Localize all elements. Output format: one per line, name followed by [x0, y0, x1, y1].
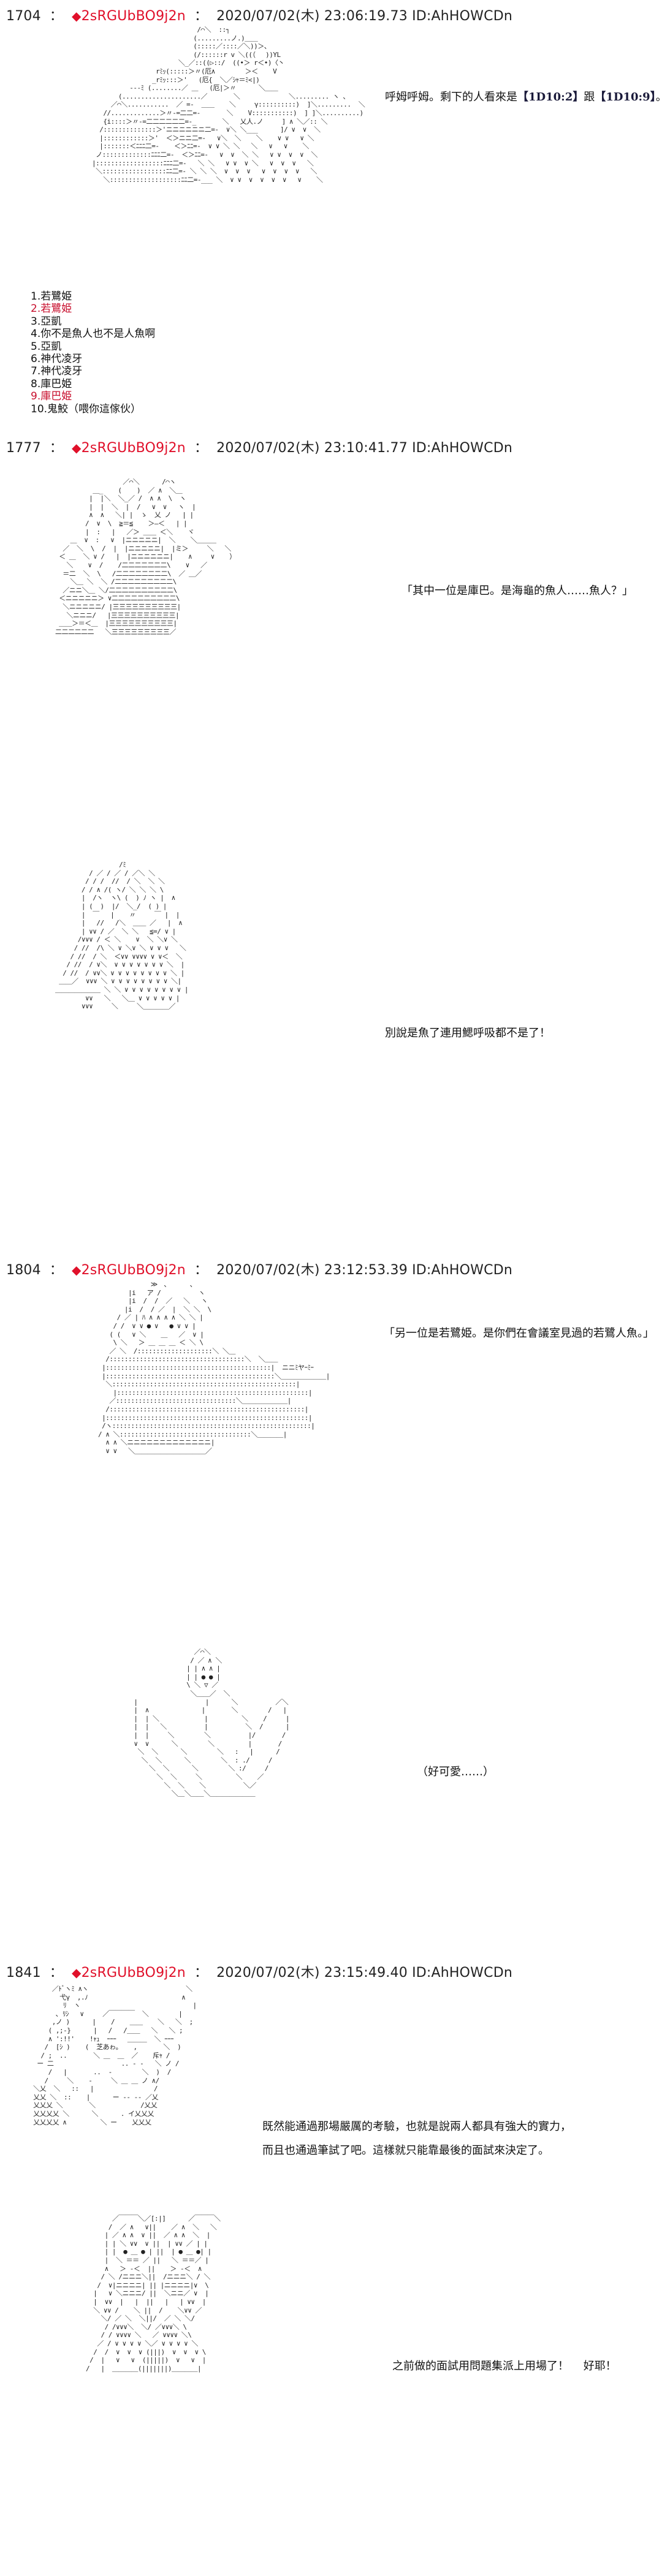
list-item: 5.亞凱	[31, 340, 62, 353]
dialogue-line: 「另一位是若鷺姫。是你們在會議室見過的若鷺人魚。」	[384, 1327, 654, 1340]
ascii-art-sea-creature: /⌒＼ ::┐ (.........ノ.)＿＿ (:::::／::::／＼))＞…	[92, 26, 365, 184]
ascii-art-excited-girl: ／￣￣￣＼／[:|] ／￣￣￣＼ / ／ ∧ ∨|| ／ ∧ ＼ ＼ | ／ ∧…	[86, 2215, 221, 2373]
trip-code-link[interactable]: 2sRGUbBO9j2n	[81, 1263, 186, 1278]
separator: ：	[49, 1965, 63, 1981]
trip-diamond-icon: ◆	[72, 1263, 82, 1277]
trip-diamond-icon: ◆	[72, 9, 82, 23]
trip-diamond-icon: ◆	[72, 1965, 82, 1980]
dice-roll-2: 【1D10:9】	[595, 91, 656, 104]
ascii-art-two-characters: ／ﾄﾞヽﾐ ∧ヽ ＼ 弋γ ,.ﾉ ∧ ﾘ ヽ | ､ ﾘｼ ∨ ／￣￣￣￣ ＼…	[33, 1985, 197, 2126]
list-item: 1.若鷺姫	[31, 290, 72, 303]
trip-code-link[interactable]: 2sRGUbBO9j2n	[81, 9, 186, 24]
separator: ：	[49, 440, 63, 456]
post-number: 1777	[6, 440, 41, 456]
separator: ：	[194, 1263, 208, 1278]
dialogue-line: 之前做的面試用問題集派上用場了！ 好耶！	[392, 2360, 617, 2373]
dice-roll-1: 【1D10:2】	[517, 91, 584, 104]
ascii-art-boy-thinking: ／⌒＼ / ／ ∧ ＼ | | ∧ ∧ | | | ● ● | \ ＼ ▽ ／ …	[134, 1648, 290, 1798]
dialogue-dice-result: 呼姆呼姆。剩下的人看來是【1D10:2】跟【1D10:9】。	[385, 88, 662, 104]
separator: ：	[194, 9, 208, 24]
post-meta: 2020/07/02(木) 23:12:53.39 ID:AhHOWCDn	[216, 1263, 512, 1278]
list-item: 7.神代凌牙	[31, 365, 83, 378]
trip-diamond-icon: ◆	[72, 440, 82, 455]
list-item-highlighted: 9.庫巴姫	[31, 390, 72, 403]
separator: ：	[49, 1263, 63, 1278]
post-header-1841: 1841 ： ◆2sRGUbBO9j2n ： 2020/07/02(木) 23:15:4…	[6, 1962, 512, 1981]
post-meta: 2020/07/02(木) 23:10:41.77 ID:AhHOWCDn	[216, 440, 512, 456]
post-meta: 2020/07/02(木) 23:15:49.40 ID:AhHOWCDn	[216, 1965, 512, 1981]
list-item: 10.鬼鮫（喂你這傢伙）	[31, 402, 142, 415]
post-number: 1704	[6, 9, 41, 24]
separator: ：	[49, 9, 63, 24]
dialogue-line: 而且也通過筆試了吧。這樣就只能靠最後的面試來決定了。	[262, 2144, 549, 2157]
post-header-1704: 1704 ： ◆2sRGUbBO9j2n ： 2020/07/02(木) 23:06:1…	[6, 5, 512, 25]
list-item: 8.庫巴姫	[31, 377, 72, 390]
post-header-1777: 1777 ： ◆2sRGUbBO9j2n ： 2020/07/02(木) 23:10:4…	[6, 437, 512, 456]
separator: ：	[194, 1965, 208, 1981]
post-meta: 2020/07/02(木) 23:06:19.73 ID:AhHOWCDn	[216, 9, 512, 24]
trip-code-link[interactable]: 2sRGUbBO9j2n	[81, 440, 186, 456]
list-item: 4.你不是魚人也不是人魚啊	[31, 328, 156, 341]
trip-code-link[interactable]: 2sRGUbBO9j2n	[81, 1965, 186, 1981]
separator: ：	[194, 440, 208, 456]
dialogue-line: 「其中一位是庫巴。是海龜的魚人……魚人？」	[401, 584, 633, 597]
candidate-list: 1.若鷺姫 2.若鷺姫 3.亞凱 4.你不是魚人也不是人魚啊 5.亞凱 6.神代…	[31, 290, 155, 415]
ascii-art-turtle-princess: ／⌒＼ /⌒ヽ ＿_ ( ) ／ ∧ ＼＿ | |＼ ＼_／ / ∧ ∧ \ ヽ…	[55, 478, 236, 636]
dialogue-text: 呼姆呼姆。剩下的人看來是	[385, 91, 517, 104]
ascii-art-mermaid-girl: ≫ 、 ､ |i ア / ヽ |i / / ／ ＼ ヽ |i / / ／ | ＼…	[98, 1280, 330, 1455]
dialogue-text: 跟	[584, 91, 595, 104]
dialogue-line: 別說是魚了連用鰓呼吸都不是了！	[385, 1027, 550, 1040]
list-item: 3.亞凱	[31, 315, 62, 328]
ascii-art-girl-speaking: /ﾐ / ／ / ／ / ／＼ ＼ / / / // / ＼ ＼ ＼ / / ∧…	[55, 861, 188, 1011]
dialogue-text: 。	[656, 91, 662, 104]
dialogue-line: 既然能通過那場嚴厲的考驗，也就是說兩人都具有強大的實力，	[262, 2120, 571, 2133]
post-number: 1804	[6, 1263, 41, 1278]
list-item: 6.神代凌牙	[31, 353, 83, 366]
list-item-highlighted: 2.若鷺姫	[31, 303, 72, 315]
dialogue-line: （好可愛……）	[417, 1766, 494, 1778]
post-header-1804: 1804 ： ◆2sRGUbBO9j2n ： 2020/07/02(木) 23:12:5…	[6, 1259, 512, 1279]
post-number: 1841	[6, 1965, 41, 1981]
